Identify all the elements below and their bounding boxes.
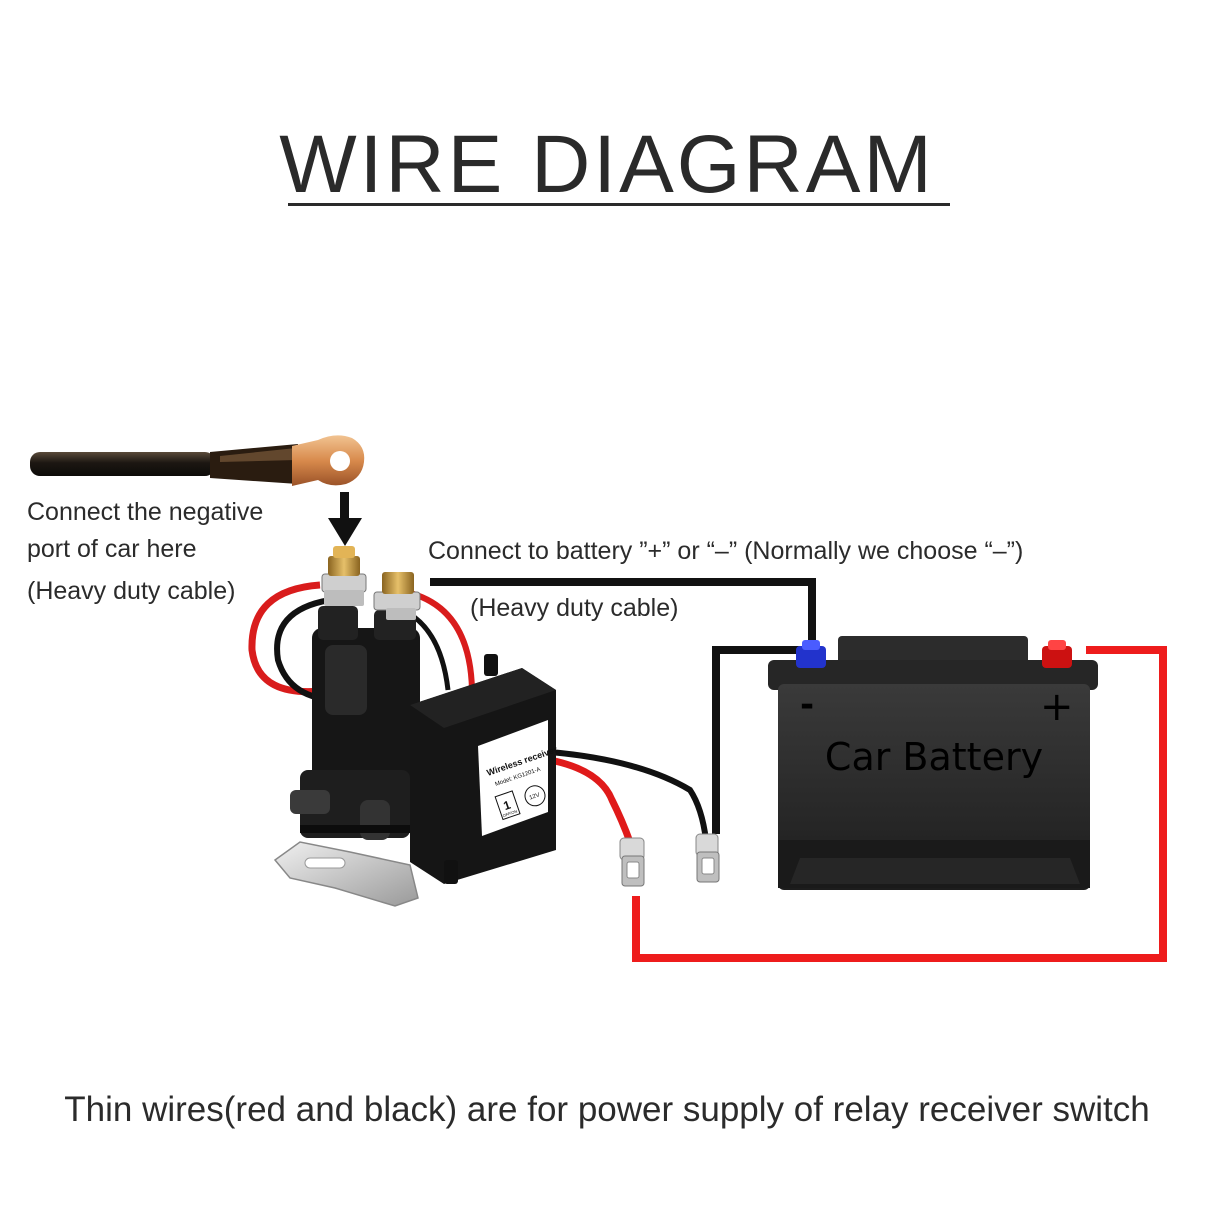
relay-terminal-right — [373, 572, 421, 620]
title-underline — [288, 203, 950, 206]
heavy-cable-ring-terminal — [30, 435, 365, 486]
down-arrow-icon — [328, 492, 362, 546]
car-battery: - + Car Battery — [768, 636, 1098, 890]
footer-note: Thin wires(red and black) are for power … — [64, 1090, 1150, 1129]
negative-terminal — [796, 640, 826, 668]
mounting-bracket — [273, 841, 419, 907]
negative-port-label-line1: Connect the negative — [27, 498, 264, 526]
thin-red-wire-line — [632, 646, 1167, 962]
negative-port-label-line2: port of car here — [27, 535, 197, 563]
wireless-receiver-module: Wireless receiver Model: KG1201-A 1 OFF/… — [410, 654, 559, 884]
red-wire-spade-connector — [619, 837, 645, 887]
relay-solenoid — [290, 606, 420, 840]
battery-connect-label: Connect to battery ”+” or “–” (Normally … — [428, 537, 1024, 565]
thin-black-wire-line — [712, 646, 802, 834]
voltage-badge: 12V — [529, 792, 541, 801]
ring-terminal-hole — [330, 451, 350, 471]
thin-red-wire — [549, 756, 634, 844]
relay-terminal-left — [321, 546, 367, 606]
badge-number: 1 — [502, 798, 513, 814]
cable-insulation — [30, 452, 215, 476]
heavy-black-cable-top — [430, 578, 816, 640]
negative-port-label-line3: (Heavy duty cable) — [27, 577, 236, 605]
relay-red-loop-wire — [248, 581, 331, 696]
ring-terminal — [292, 435, 365, 486]
black-wire-spade-connector — [695, 833, 720, 883]
battery-name: Car Battery — [825, 735, 1043, 779]
thin-black-wire — [549, 749, 709, 841]
badge-sub: OFF/ON — [502, 809, 518, 819]
battery-cable-label: (Heavy duty cable) — [470, 594, 679, 622]
receiver-sticker — [478, 720, 548, 836]
battery-plus-sign: + — [1040, 684, 1074, 730]
page-title: WIRE DIAGRAM — [279, 119, 935, 210]
battery-minus-sign: - — [800, 685, 814, 725]
positive-terminal — [1042, 640, 1072, 668]
